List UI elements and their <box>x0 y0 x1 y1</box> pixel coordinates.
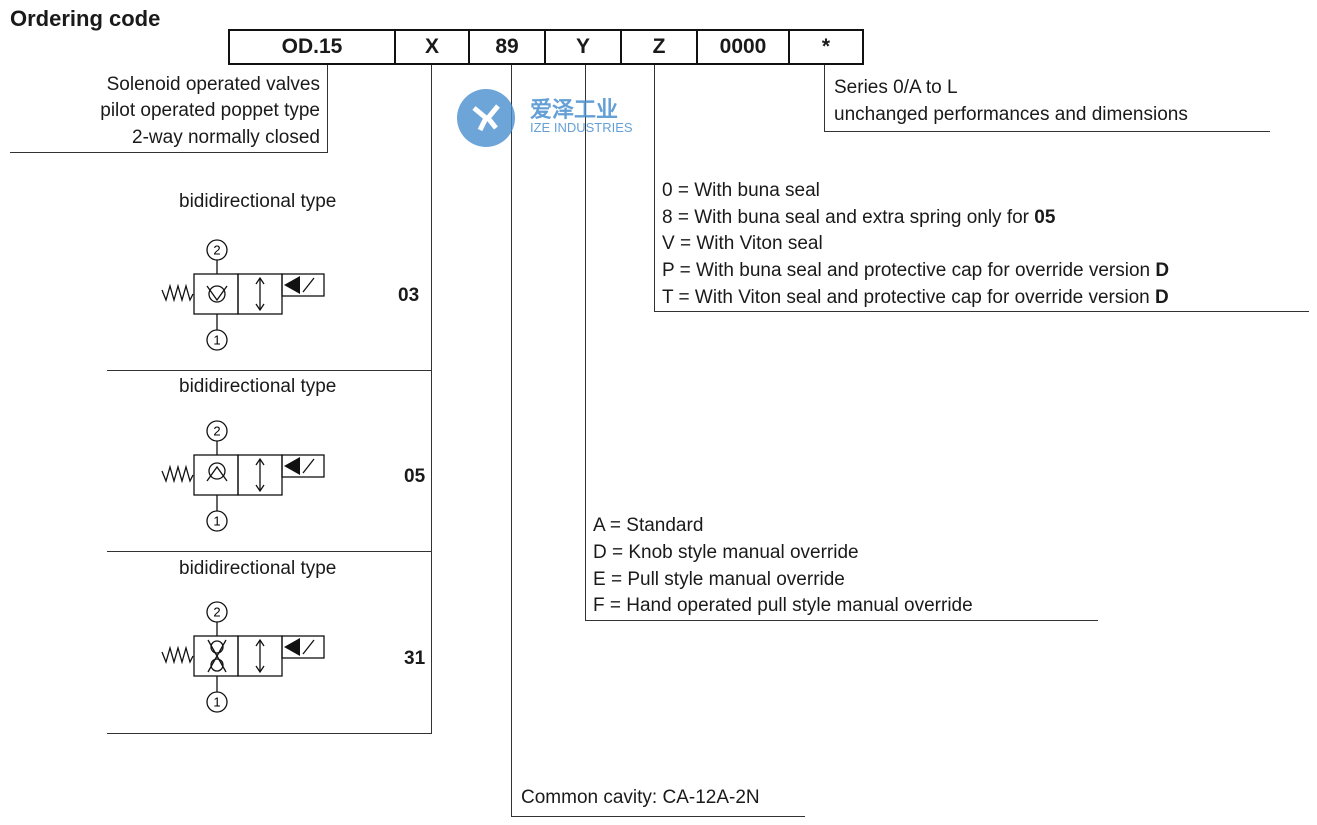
code-field-model: OD.15 <box>228 29 396 65</box>
variant-03-label: bididirectional type <box>179 191 337 212</box>
valve-symbol-05: 2 1 <box>161 420 325 532</box>
valve-symbol-31: 2 1 <box>161 601 325 713</box>
watermark-logo-icon <box>457 89 515 147</box>
leader-series-vertical <box>824 65 825 132</box>
code-field-series: * <box>788 29 864 65</box>
variant-divider-1 <box>107 370 432 371</box>
leader-model-underline <box>10 152 328 153</box>
cavity-text: Common cavity: CA-12A-2N <box>521 787 760 808</box>
series-line-1: Series 0/A to L <box>834 77 958 98</box>
leader-model-vertical <box>327 65 328 153</box>
leader-series-underline <box>824 131 1270 132</box>
seal-option-t: T = With Viton seal and protective cap f… <box>662 287 1169 308</box>
code-field-0000: 0000 <box>696 29 790 65</box>
variant-05-label: bididirectional type <box>179 376 337 397</box>
port-1-label: 1 <box>213 514 220 529</box>
override-option-d: D = Knob style manual override <box>593 542 859 563</box>
override-option-f: F = Hand operated pull style manual over… <box>593 595 973 616</box>
leader-override-underline <box>585 620 1098 621</box>
port-2-label: 2 <box>213 243 220 258</box>
code-field-x: X <box>394 29 470 65</box>
leader-variant-vertical <box>431 65 432 734</box>
seal-option-8: 8 = With buna seal and extra spring only… <box>662 207 1056 228</box>
variant-03-code: 03 <box>398 285 420 306</box>
override-option-a: A = Standard <box>593 515 704 536</box>
description-line-3: 2-way normally closed <box>132 127 320 148</box>
variant-31-label: bididirectional type <box>179 558 337 579</box>
code-field-z: Z <box>620 29 698 65</box>
leader-seal-underline <box>654 311 1309 312</box>
leader-override-vertical <box>585 65 586 621</box>
variant-divider-3 <box>107 733 432 734</box>
page-title: Ordering code <box>10 6 161 31</box>
leader-cavity-vertical <box>511 65 512 817</box>
variant-31-code: 31 <box>404 648 426 669</box>
series-line-2: unchanged performances and dimensions <box>834 104 1188 125</box>
port-1-label: 1 <box>213 333 220 348</box>
leader-seal-vertical <box>654 65 655 312</box>
port-2-label: 2 <box>213 424 220 439</box>
port-1-label: 1 <box>213 695 220 710</box>
watermark-cn: 爱泽工业 <box>530 97 619 122</box>
seal-option-v: V = With Viton seal <box>662 233 823 254</box>
port-2-label: 2 <box>213 605 220 620</box>
variant-divider-2 <box>107 551 432 552</box>
valve-symbol-03: 2 1 <box>161 239 325 351</box>
code-field-89: 89 <box>468 29 546 65</box>
watermark-en: IZE INDUSTRIES <box>530 120 633 135</box>
seal-option-0: 0 = With buna seal <box>662 180 820 201</box>
seal-option-p: P = With buna seal and protective cap fo… <box>662 260 1170 281</box>
description-line-1: Solenoid operated valves <box>106 74 320 95</box>
override-option-e: E = Pull style manual override <box>593 569 845 590</box>
variant-05-code: 05 <box>404 466 426 487</box>
leader-cavity-underline <box>511 816 805 817</box>
code-field-y: Y <box>544 29 622 65</box>
description-line-2: pilot operated poppet type <box>100 100 320 121</box>
